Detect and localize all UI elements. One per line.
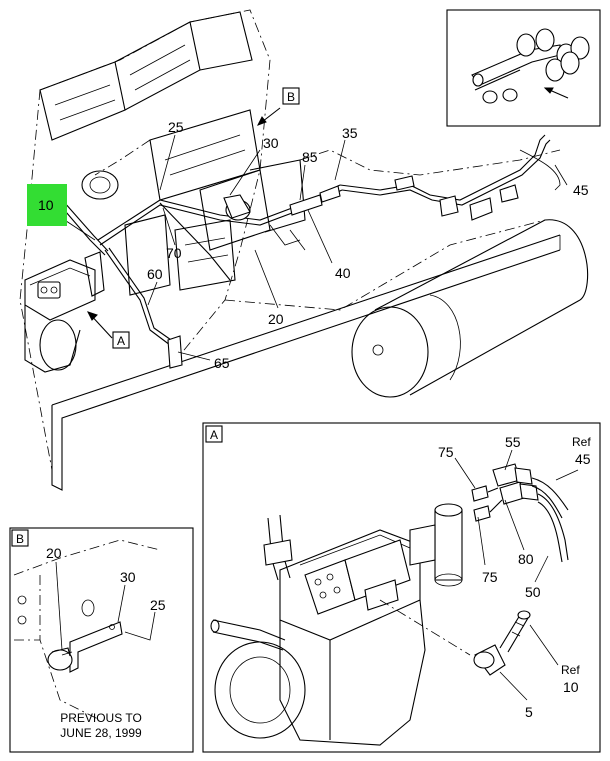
callout-85: 85 (302, 149, 318, 165)
detail-a-callout-80: 80 (518, 551, 534, 567)
detail-a-callout-75-bottom: 75 (482, 569, 498, 585)
callout-35: 35 (342, 125, 358, 141)
callout-25: 25 (168, 119, 184, 135)
view-a-pointer-box (112, 331, 130, 349)
detail-a-callout-5: 5 (525, 704, 533, 720)
detail-b-callout-30: 30 (120, 569, 136, 585)
detail-view-a: A (202, 422, 601, 753)
detail-a-ref-label-top: Ref (572, 435, 591, 449)
detail-a-ref-label-bottom: Ref (561, 663, 580, 677)
detail-a-callout-75-top: 75 (438, 444, 454, 460)
detail-view-b: B 20 30 25 PREVIOUS TO JUNE 28, 1999 (9, 527, 194, 753)
callout-70: 70 (166, 245, 182, 261)
detail-a-ref-10: 10 (563, 679, 579, 695)
detail-a-letter-box (205, 425, 223, 443)
detail-b-letter: B (16, 532, 24, 546)
detail-a-frame (202, 422, 601, 753)
detail-b-letter-box (11, 529, 29, 547)
callout-65: 65 (214, 355, 230, 371)
view-a-pointer-letter: A (117, 334, 125, 348)
truck-chassis-locator-icon (446, 9, 601, 127)
detail-a-letter: A (210, 428, 218, 442)
detail-a-callout-55: 55 (505, 434, 521, 450)
detail-b-callout-20: 20 (46, 545, 62, 561)
highlight-box (27, 184, 67, 226)
view-b-pointer-box (282, 87, 300, 105)
callout-60: 60 (147, 266, 163, 282)
main-view: 25 30 35 85 45 10 70 60 40 20 65 A B (19, 9, 589, 491)
detail-a-ref-45: 45 (575, 451, 591, 467)
view-b-pointer-letter: B (287, 90, 295, 104)
detail-a-callout-50: 50 (525, 584, 541, 600)
callout-30: 30 (263, 135, 279, 151)
detail-b-frame (9, 527, 194, 753)
detail-b-note-line2: JUNE 28, 1999 (60, 726, 142, 740)
detail-b-note-line1: PREVIOUS TO (60, 711, 142, 725)
detail-b-callout-25: 25 (150, 597, 166, 613)
callout-20: 20 (268, 311, 284, 327)
callout-10: 10 (38, 197, 54, 213)
callout-45: 45 (573, 182, 589, 198)
callout-40: 40 (335, 265, 351, 281)
